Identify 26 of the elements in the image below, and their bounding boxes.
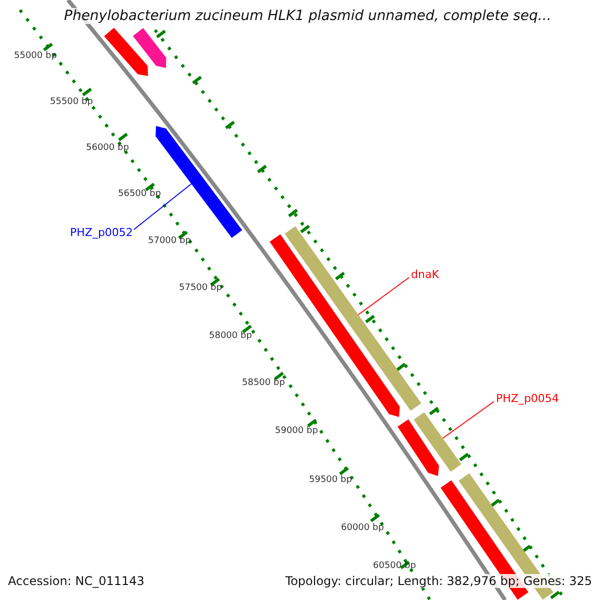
leader-line bbox=[442, 401, 494, 439]
tick-label: 55000 bp bbox=[14, 51, 57, 61]
tick-label: 59500 bp bbox=[309, 475, 352, 485]
tick-label: 58500 bp bbox=[242, 378, 285, 388]
gene-bar bbox=[270, 234, 400, 417]
gene-bar bbox=[414, 412, 462, 472]
tick-label: 56000 bp bbox=[86, 143, 129, 153]
gene-bar bbox=[398, 419, 439, 476]
leader-line bbox=[358, 277, 410, 316]
gene-label: PHZ_p0052 bbox=[70, 226, 133, 239]
tick-label: 55500 bp bbox=[50, 97, 93, 107]
gene-label: PHZ_p0054 bbox=[496, 392, 559, 405]
summary-text: Topology: circular; Length: 382,976 bp; Genes: 325 bbox=[285, 574, 592, 588]
tick-label: 57500 bp bbox=[179, 283, 222, 293]
tick-label: 59000 bp bbox=[275, 426, 318, 436]
gene-bar bbox=[104, 28, 148, 76]
tick-label: 60000 bp bbox=[341, 523, 384, 533]
gene-bar bbox=[132, 28, 166, 68]
tick-label: 60500 bp bbox=[373, 561, 416, 571]
tick-label: 57000 bp bbox=[148, 236, 191, 246]
tick-label: 56500 bp bbox=[118, 189, 161, 199]
gene-label: dnaK bbox=[411, 268, 439, 281]
accession-text: Accession: NC_011143 bbox=[8, 574, 144, 588]
tick-label: 58000 bp bbox=[209, 331, 252, 341]
title: Phenylobacterium zucineum HLK1 plasmid unnamed, complete seq... bbox=[64, 8, 552, 24]
leader-line bbox=[133, 183, 192, 230]
